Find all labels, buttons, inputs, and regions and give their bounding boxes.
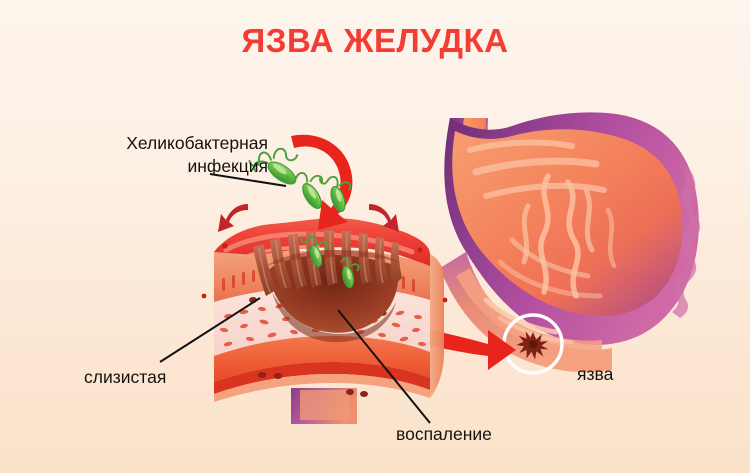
blood-vessel-dots [249, 297, 387, 397]
bacterium [286, 172, 324, 209]
duodenum-fold-1 [483, 297, 559, 335]
ulcer-lesion-icon [516, 331, 549, 360]
curved-arrow-left [218, 204, 248, 232]
label-mucosa: слизистая [84, 367, 167, 387]
helicobacter-bacteria-group [248, 147, 360, 289]
block-top-surface [214, 218, 430, 272]
stomach-rugae-group [467, 129, 683, 308]
leader-lines [159, 173, 431, 424]
block-top-highlight [223, 231, 415, 255]
label-helicobacter-line-1: Хеликобактерная [126, 133, 268, 153]
leader-line-mucosa [159, 297, 261, 363]
label-helicobacter-infection: Хеликобактерная инфекция [60, 132, 268, 178]
label-ulcer: язва [577, 364, 614, 384]
bacterium [319, 175, 352, 213]
bacterium [340, 257, 360, 289]
bacterium [248, 147, 299, 185]
leader-line-helicobacter [209, 173, 287, 187]
crater-rim-shadow [266, 250, 398, 266]
wall-stub-below-inner [300, 390, 350, 420]
inflammation-dots [201, 243, 448, 303]
bacterium [300, 235, 328, 268]
block-right-side-face [430, 254, 444, 398]
curved-arrow-right [369, 204, 399, 232]
stomach-illustration [440, 112, 700, 375]
leader-line-inflammation [337, 309, 431, 424]
page-title: ЯЗВА ЖЕЛУДКА [241, 22, 509, 59]
stomach-wall-cross-section [201, 218, 448, 424]
label-inflammation: воспаление [396, 424, 492, 444]
label-helicobacter-line-2: инфекция [187, 156, 268, 177]
stomach-serosa-edge [672, 164, 700, 318]
